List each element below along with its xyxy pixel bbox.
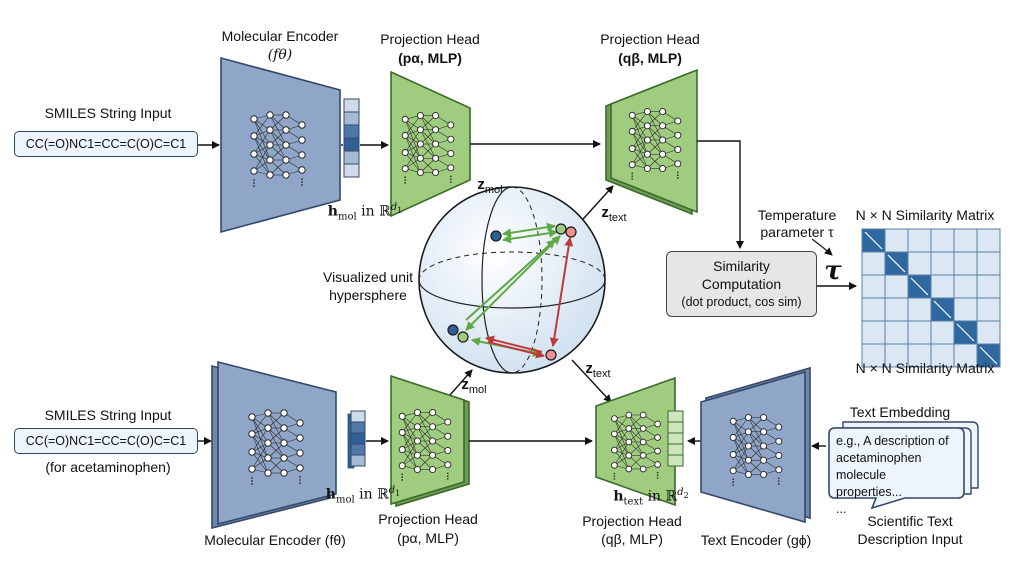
matrix-cell — [976, 320, 1001, 345]
arrow-zmol-bottom-to-sphere — [449, 369, 473, 396]
projection-head-p-top-shape — [390, 70, 471, 218]
zmol-top-label: zmol — [477, 176, 503, 196]
text-input-line2: Description Input — [857, 531, 963, 547]
matrix-cell — [861, 274, 886, 299]
text-card-line3: properties... — [836, 485, 903, 499]
similarity-line1: Similarity — [713, 258, 770, 274]
text-encoder-shape — [700, 366, 811, 524]
arrow-temperature — [811, 238, 833, 256]
arrow-sphere-to-ztext-bottom — [571, 359, 612, 403]
matrix-cell — [884, 228, 909, 253]
matrix-cell — [861, 297, 886, 322]
text-embedding-title: Text Embedding — [849, 404, 951, 420]
matrix-cell — [976, 251, 1001, 276]
matrix-cell — [884, 274, 909, 299]
sphere-red-arrows — [485, 237, 574, 359]
text-encoder-label: Text Encoder (gϕ) — [700, 532, 812, 548]
projection-head-p-top-symbol: (pα, MLP) — [398, 50, 462, 66]
molecular-encoder-bottom-shape — [211, 360, 337, 530]
matrix-cell — [930, 320, 955, 345]
htext-vector — [667, 410, 684, 467]
matrix-diagonal-mark — [887, 254, 906, 273]
temperature-label-line1: Temperature — [757, 207, 837, 223]
hmol-vector-bottom — [347, 410, 366, 469]
similarity-line3: (dot product, cos sim) — [681, 295, 802, 309]
molecular-encoder-top-label: Molecular Encoder — [221, 28, 339, 44]
matrix-cell — [930, 228, 955, 253]
sphere-points — [447, 223, 577, 361]
temperature-label-line2: parameter τ — [760, 224, 834, 240]
sphere-label-line1: Visualized unit — [322, 269, 414, 285]
matrix-cell — [976, 228, 1001, 253]
text-card-line2: acetaminophen molecule — [836, 451, 922, 482]
ztext-bottom-label: ztext — [585, 360, 611, 380]
text-card-line4: ... — [836, 502, 847, 516]
matrix-cell — [907, 297, 932, 322]
projection-head-q-bottom-label: Projection Head — [582, 513, 682, 529]
matrix-cell — [953, 251, 978, 276]
matrix-cell — [907, 320, 932, 345]
matrix-diagonal-mark — [910, 277, 929, 296]
matrix-cell — [884, 297, 909, 322]
molecular-encoder-top-symbol: (fθ) — [267, 47, 293, 63]
projection-head-q-top-label: Projection Head — [600, 31, 700, 47]
text-input-line1: Scientific Text — [867, 513, 953, 529]
projection-head-p-top-label: Projection Head — [380, 31, 480, 47]
matrix-cell — [884, 320, 909, 345]
hmol-top-label: hmol in ℝd1 — [327, 202, 403, 223]
matrix-diagonal-mark — [864, 231, 883, 250]
matrix-cell — [907, 228, 932, 253]
projection-head-p-bottom-symbol: (pα, MLP) — [397, 530, 459, 546]
smiles-note-bottom: (for acetaminophen) — [45, 459, 171, 475]
molecular-encoder-top-shape — [220, 56, 341, 234]
text-description-card: e.g., A description of acetaminophen mol… — [836, 433, 962, 518]
matrix-cell — [930, 274, 955, 299]
htext-label: htext in ℝd2 — [613, 487, 689, 508]
molecular-encoder-bottom-label: Molecular Encoder (fθ) — [204, 532, 346, 548]
text-document-stack — [828, 421, 979, 510]
similarity-matrix — [861, 228, 1001, 368]
smiles-title-bottom: SMILES String Input — [44, 407, 172, 423]
projection-head-q-bottom-symbol: (qβ, MLP) — [601, 531, 663, 547]
matrix-diagonal-mark — [933, 300, 952, 319]
matrix-cell — [953, 297, 978, 322]
ztext-top-label: ztext — [601, 204, 627, 224]
matrix-cell — [930, 251, 955, 276]
matrix-diagonal-mark — [979, 346, 998, 365]
projection-head-q-top-symbol: (qβ, MLP) — [618, 50, 682, 66]
tau-symbol: τ — [824, 256, 842, 286]
matrix-title-top: N × N Similarity Matrix — [855, 207, 995, 223]
projection-head-q-bottom-shape — [595, 376, 676, 507]
matrix-cell — [976, 297, 1001, 322]
matrix-cell — [953, 274, 978, 299]
smiles-input-bottom[interactable]: CC(=O)NC1=CC=C(O)C=C1 — [14, 428, 198, 454]
similarity-line2: Computation — [701, 276, 782, 292]
text-card-line1: e.g., A description of — [836, 434, 949, 448]
matrix-cell — [976, 274, 1001, 299]
matrix-cell — [953, 228, 978, 253]
similarity-computation-box: Similarity Computation (dot product, cos… — [666, 251, 817, 317]
projection-head-q-top-shape — [605, 68, 698, 216]
arrow-q-to-similarity — [697, 140, 744, 249]
matrix-title-bottom: N × N Similarity Matrix — [855, 360, 995, 376]
smiles-title-top: SMILES String Input — [44, 105, 172, 121]
hmol-vector-top — [343, 98, 360, 178]
matrix-cell — [861, 251, 886, 276]
sphere-label-line2: hypersphere — [329, 287, 407, 303]
matrix-cell — [861, 320, 886, 345]
zmol-bottom-label: zmol — [461, 376, 487, 396]
matrix-cell — [907, 251, 932, 276]
projection-head-p-bottom-shape — [390, 374, 470, 508]
matrix-diagonal-mark — [956, 323, 975, 342]
hmol-bottom-label: hmol in ℝd1 — [325, 485, 401, 506]
projection-head-p-bottom-label: Projection Head — [378, 511, 478, 527]
smiles-input-top[interactable]: CC(=O)NC1=CC=C(O)C=C1 — [14, 131, 198, 157]
